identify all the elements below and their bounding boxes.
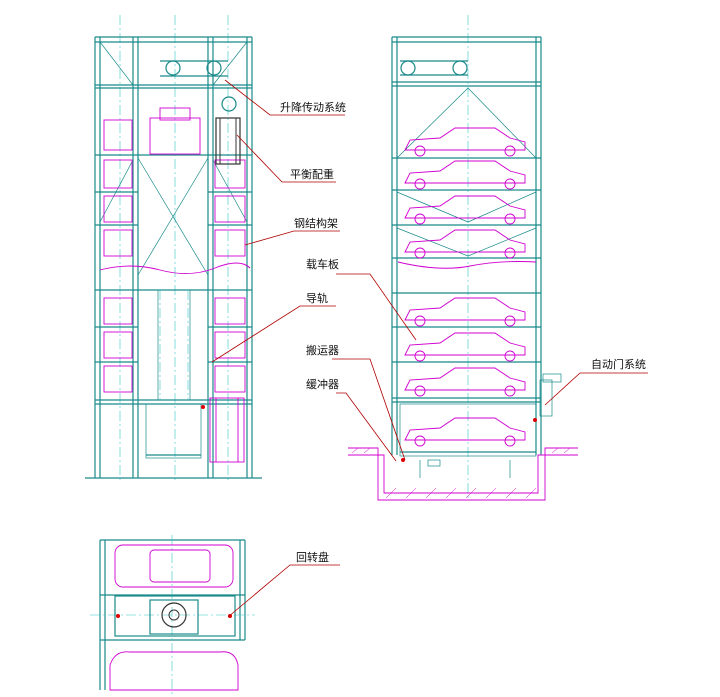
counterweight-block [215, 117, 241, 165]
label-auto-door: 自动门系统 [591, 357, 646, 371]
turntable-graphic [114, 595, 236, 637]
label-buffer: 缓冲器 [306, 377, 339, 391]
label-lift-drive: 升降传动系统 [280, 100, 346, 114]
stacked-cars-left [103, 119, 133, 393]
front-elevation [85, 15, 262, 480]
plan-view [90, 535, 255, 697]
label-car-plate: 载车板 [306, 257, 339, 271]
side-elevation [348, 15, 578, 501]
label-counterweight: 平衡配重 [290, 167, 334, 181]
label-guide-rail: 导轨 [306, 291, 328, 305]
level-beams [392, 157, 541, 403]
label-carrier: 搬运器 [306, 343, 339, 357]
label-steel-frame: 钢结构架 [294, 216, 338, 230]
label-turntable: 回转盘 [296, 550, 329, 564]
stacked-cars-right [214, 159, 246, 393]
side-cars [404, 127, 526, 447]
leader-lines [211, 79, 648, 618]
